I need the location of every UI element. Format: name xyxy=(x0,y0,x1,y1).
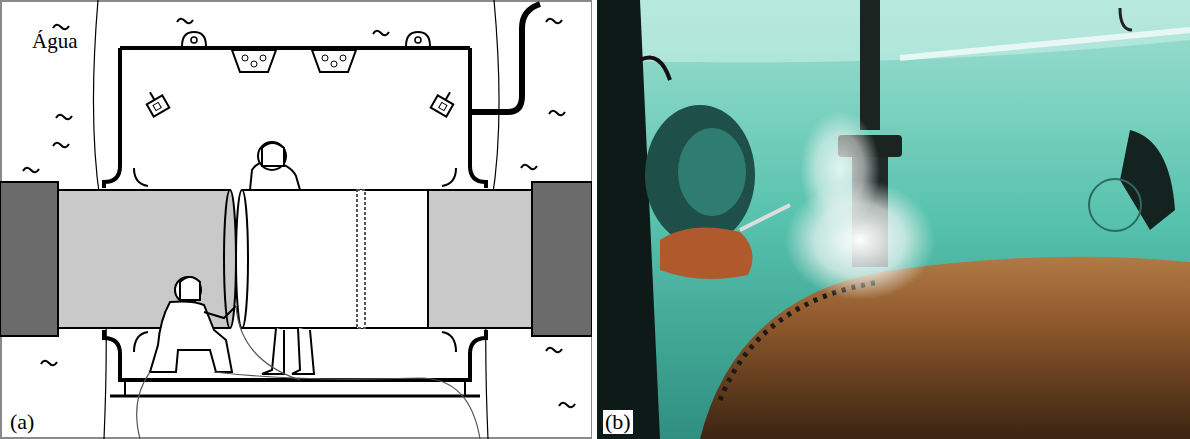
photo-panel xyxy=(597,0,1190,439)
medium-label: Água xyxy=(30,30,80,53)
schematic-panel xyxy=(0,0,592,439)
panel-label: (a) xyxy=(8,410,36,434)
panel-label: (b) xyxy=(603,410,633,434)
